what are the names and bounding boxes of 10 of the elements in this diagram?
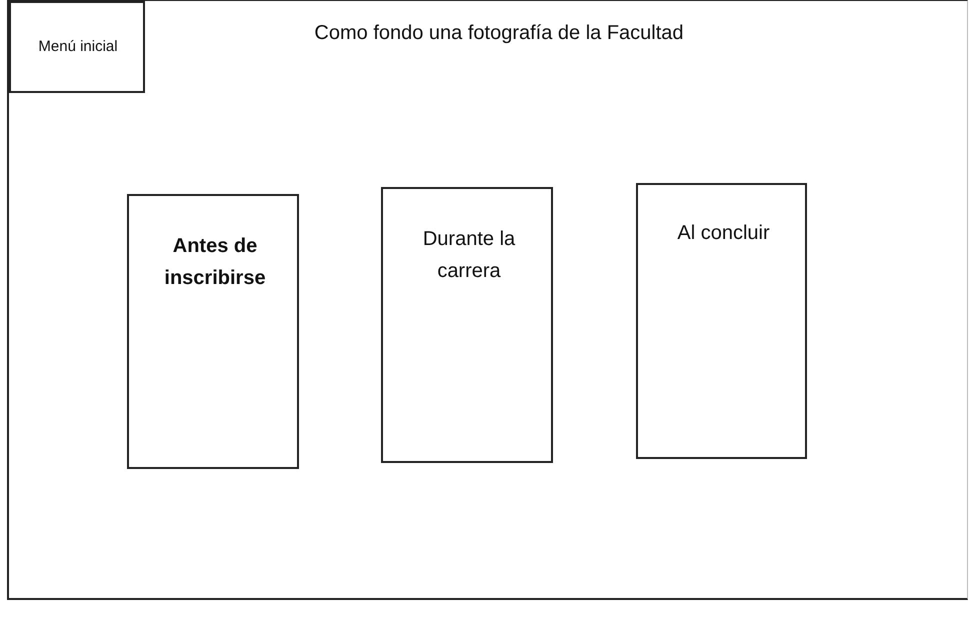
section-card xyxy=(381,187,553,463)
card-title: Al concluir xyxy=(676,221,771,246)
card-title: Antes de inscribirse xyxy=(163,234,267,291)
background-note: Como fondo una fotografía de la Facultad xyxy=(313,21,685,46)
card-title: Durante la carrera xyxy=(422,227,516,284)
page-frame xyxy=(7,0,968,600)
menu-box xyxy=(9,1,145,93)
menu-label: Menú inicial xyxy=(37,37,119,57)
section-card xyxy=(636,183,807,459)
section-card xyxy=(127,194,299,469)
